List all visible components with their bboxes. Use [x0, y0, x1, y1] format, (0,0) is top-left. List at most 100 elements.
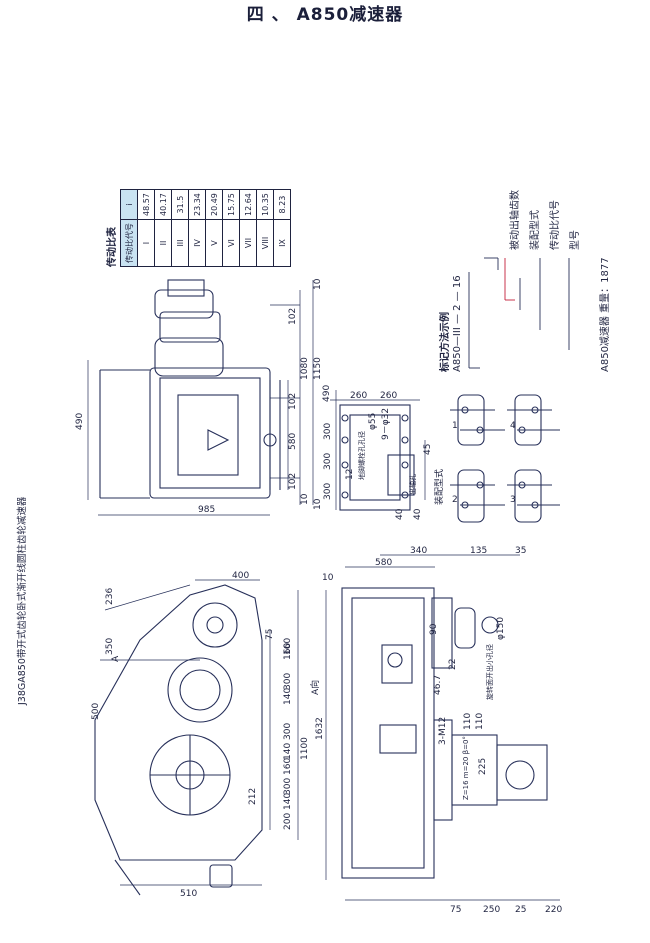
dim-1150: 1150 [313, 357, 323, 380]
side-dim-200: 200 [283, 813, 293, 830]
assembly-caption: 装配型式 [433, 469, 445, 505]
notation-heading: 标记方法示例 [440, 312, 451, 372]
side-label-a-view: A向 [309, 680, 321, 695]
ratio-value: 10.35 [256, 189, 274, 220]
side-dim-236: 236 [105, 588, 115, 605]
base-dim-260-b: 260 [380, 391, 397, 401]
front-dim-phi150: φ150 [496, 617, 506, 640]
front-dim-110-a: 110 [463, 713, 473, 730]
side-dim-160-a: 160 [283, 643, 293, 660]
front-dim-220: 220 [545, 905, 562, 915]
front-gear-note: Z=16 m=20 β=0° [462, 736, 470, 800]
side-dim-160-c: 160 [283, 638, 293, 655]
ratio-header-i: i [120, 189, 138, 220]
side-dim-300-a: 300 [283, 673, 293, 690]
front-dim-25: 25 [515, 905, 526, 915]
side-dim-160-b: 160 [283, 758, 293, 775]
notation-part-teeth: 被动出轴齿数 [510, 190, 521, 250]
ratio-value: 12.64 [239, 189, 257, 220]
dim-985: 985 [198, 505, 215, 515]
ratio-value: 8.23 [273, 189, 291, 220]
side-dim-300-b: 300 [283, 723, 293, 740]
ratio-code: I [137, 219, 155, 267]
assembly-type-1: 1 [452, 421, 458, 431]
dim-10-bottom: 10 [313, 498, 323, 510]
base-dim-300-b: 300 [323, 453, 333, 470]
base-dim-300-c: 300 [323, 483, 333, 500]
side-dim-510: 510 [180, 889, 197, 899]
front-dim-250: 250 [483, 905, 500, 915]
dim-102-a: 102 [288, 308, 298, 325]
side-dim-300-c: 300 [283, 778, 293, 795]
front-dim-340: 340 [410, 546, 427, 556]
front-dim-580: 580 [375, 558, 392, 568]
base-dim-40-a: 40 [413, 508, 423, 520]
dim-490: 490 [75, 413, 85, 430]
base-dim-phi55: φ55 [368, 413, 378, 430]
notation-weight: A850减速器 重量：1877 [600, 257, 611, 372]
side-dim-140-c: 140 [283, 793, 293, 810]
dim-10-top: 10 [313, 278, 323, 290]
ratio-value: 15.75 [222, 189, 240, 220]
base-dim-45: 45 [423, 444, 433, 455]
ratio-code: VI [222, 219, 240, 267]
assembly-type-3: 3 [510, 495, 516, 505]
side-dim-500: 500 [91, 703, 101, 720]
base-note1: 地脚螺栓孔孔径 [357, 431, 366, 480]
dim-102-c: 102 [288, 473, 298, 490]
base-dim-490: 490 [322, 385, 332, 402]
top-view-drawing [87, 279, 314, 516]
ratio-header-code: 传动比代号 [120, 219, 138, 267]
base-dim-300-a: 300 [323, 423, 333, 440]
page-title: 四 、 A850减速器 [246, 5, 404, 25]
front-gear-dim: 225 [478, 758, 488, 775]
side-view-drawing [94, 579, 299, 896]
base-dim-40-b: 40 [395, 508, 405, 520]
side-dim-350: 350 [105, 638, 115, 655]
assembly-types-drawing [450, 394, 560, 523]
front-note: 旋转面开出小孔径 [485, 644, 494, 700]
ratio-value: 23.34 [188, 189, 206, 220]
front-dim-10: 10 [322, 573, 334, 583]
front-dim-35: 35 [515, 546, 526, 556]
side-dim-140-a: 140 [283, 688, 293, 705]
side-dim-1632: 1632 [315, 717, 325, 740]
notation-part-ratio: 传动比代号 [550, 200, 561, 250]
base-dim-12: 12 [345, 469, 355, 480]
base-note2: 出轴孔 [408, 474, 417, 495]
side-dim-400: 400 [232, 571, 249, 581]
base-dim-9phi32: 9－φ32 [381, 408, 391, 440]
assembly-type-2: 2 [452, 495, 458, 505]
dim-1080: 1080 [300, 357, 310, 380]
assembly-type-4: 4 [510, 421, 516, 431]
ratio-code: IX [273, 219, 291, 267]
front-dim-90: 90 [429, 623, 439, 635]
front-dim-3m12: 3-M12 [438, 717, 448, 745]
notation-part-model: 型号 [570, 230, 581, 250]
front-dim-135: 135 [470, 546, 487, 556]
side-label-a: A [111, 655, 121, 662]
ratio-code: II [154, 219, 172, 267]
front-dim-46-7: 46.7 [433, 675, 443, 695]
side-dim-140-b: 140 [283, 743, 293, 760]
ratio-table-caption: 传动比表 [107, 227, 118, 267]
base-dim-260-a: 260 [350, 391, 367, 401]
front-view-drawing [325, 554, 560, 901]
side-dim-1100: 1100 [300, 737, 310, 760]
side-dim-212: 212 [248, 788, 258, 805]
front-dim-22: 22 [448, 659, 458, 670]
ratio-value: 40.17 [154, 189, 172, 220]
ratio-code: III [171, 219, 189, 267]
